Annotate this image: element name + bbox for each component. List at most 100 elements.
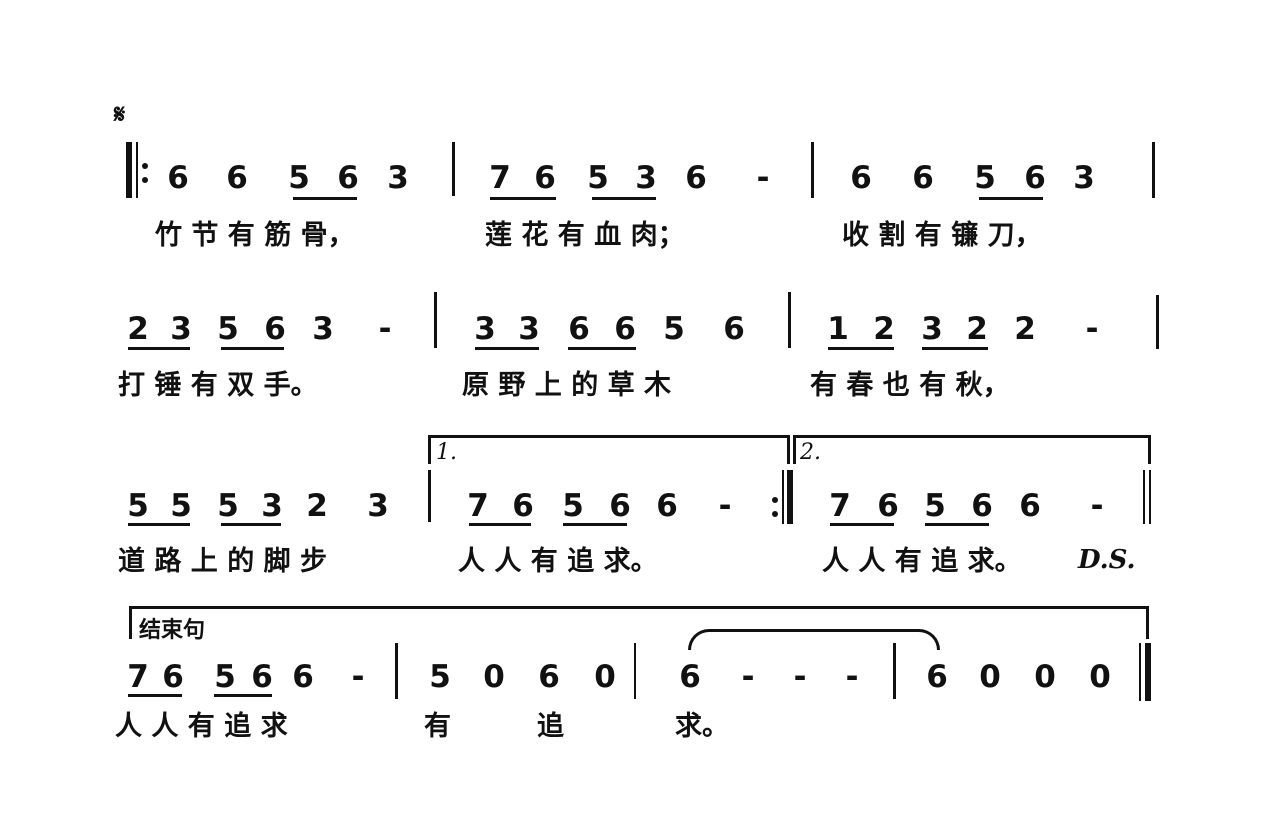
note: 6: [292, 659, 314, 695]
note: 6: [912, 160, 934, 196]
dash-note: -: [718, 488, 732, 524]
double-bar-thin: [1143, 470, 1145, 524]
note: 7: [489, 160, 511, 196]
note: 6: [568, 311, 590, 347]
lyric-line: 原 野 上 的 草 木: [462, 370, 671, 401]
eighth-underline: [293, 197, 357, 200]
coda-section-bracket: [129, 606, 1149, 639]
final-bar-thick: [1145, 643, 1151, 701]
dash-note: -: [756, 160, 770, 196]
note: 6: [534, 160, 556, 196]
lyric-line: 人 人 有 追 求。: [822, 546, 1022, 577]
note: 3: [474, 311, 496, 347]
note: 2: [873, 311, 895, 347]
eighth-underline: [568, 347, 636, 350]
note: 5: [587, 160, 609, 196]
eighth-underline: [214, 694, 272, 697]
note: 1: [827, 311, 849, 347]
coda-section-label: 结束句: [139, 618, 206, 643]
eighth-underline: [925, 523, 989, 526]
note: 6: [723, 311, 745, 347]
dash-note: -: [378, 311, 392, 347]
note: 6: [656, 488, 678, 524]
note: 0: [979, 659, 1001, 695]
note: 7: [467, 488, 489, 524]
repeat-dot-icon: [772, 511, 778, 517]
dash-note: -: [1085, 311, 1099, 347]
dash-note: -: [741, 659, 755, 695]
eighth-underline: [221, 347, 284, 350]
barline: [395, 643, 398, 699]
lyric-line: 莲 花 有 血 肉；: [485, 220, 685, 251]
lyric-line: 收 割 有 镰 刀，: [842, 220, 1042, 251]
eighth-underline: [592, 197, 656, 200]
repeat-end-thin-bar: [782, 470, 784, 524]
barline: [811, 142, 814, 198]
note: 6: [1019, 488, 1041, 524]
note: 5: [170, 488, 192, 524]
note: 5: [217, 311, 239, 347]
note: 6: [251, 659, 273, 695]
lyric-line: 追: [537, 711, 564, 742]
note: 5: [562, 488, 584, 524]
note: 6: [538, 659, 560, 695]
note: 3: [261, 488, 283, 524]
lyric-line: 求。: [675, 711, 729, 742]
note: 6: [167, 160, 189, 196]
note: 7: [127, 659, 149, 695]
note: 3: [518, 311, 540, 347]
barline: [788, 292, 791, 348]
note: 6: [685, 160, 707, 196]
barline: [1152, 142, 1155, 198]
note: 6: [609, 488, 631, 524]
note: 3: [170, 311, 192, 347]
note: 0: [1034, 659, 1056, 695]
eighth-underline: [128, 347, 190, 350]
note: 3: [367, 488, 389, 524]
first-ending-bracket: [428, 435, 790, 464]
repeat-start-thin-bar: [136, 142, 138, 198]
note: 5: [217, 488, 239, 524]
double-bar-thin: [1149, 470, 1151, 524]
barline: [428, 470, 431, 522]
note: 0: [1089, 659, 1111, 695]
lyric-line: 竹 节 有 筋 骨，: [155, 220, 355, 251]
dash-note: -: [351, 659, 365, 695]
dash-note: -: [793, 659, 807, 695]
note: 5: [214, 659, 236, 695]
eighth-underline: [828, 347, 894, 350]
note: 6: [850, 160, 872, 196]
note: 6: [926, 659, 948, 695]
note: 6: [971, 488, 993, 524]
eighth-underline: [221, 523, 281, 526]
note: 6: [614, 311, 636, 347]
note: 6: [512, 488, 534, 524]
repeat-start-thick-bar: [126, 142, 132, 198]
second-ending-bracket: [793, 435, 1151, 464]
note: 5: [127, 488, 149, 524]
note: 6: [162, 659, 184, 695]
note: 6: [264, 311, 286, 347]
tie-slur: [688, 629, 940, 650]
eighth-underline: [979, 197, 1043, 200]
barline: [893, 643, 896, 699]
note: 6: [1024, 160, 1046, 196]
final-bar-thin: [1139, 643, 1141, 701]
note: 6: [679, 659, 701, 695]
repeat-dot-icon: [142, 177, 148, 183]
note: 2: [306, 488, 328, 524]
eighth-underline: [128, 694, 182, 697]
repeat-dot-icon: [142, 163, 148, 169]
first-ending-label: 1.: [436, 440, 457, 465]
lyric-line: 人 人 有 追 求。: [458, 546, 658, 577]
barline: [1156, 295, 1159, 349]
note: 5: [924, 488, 946, 524]
note: 0: [594, 659, 616, 695]
barline: [452, 142, 455, 196]
note: 5: [663, 311, 685, 347]
note: 6: [337, 160, 359, 196]
note: 2: [127, 311, 149, 347]
note: 0: [483, 659, 505, 695]
eighth-underline: [469, 523, 531, 526]
